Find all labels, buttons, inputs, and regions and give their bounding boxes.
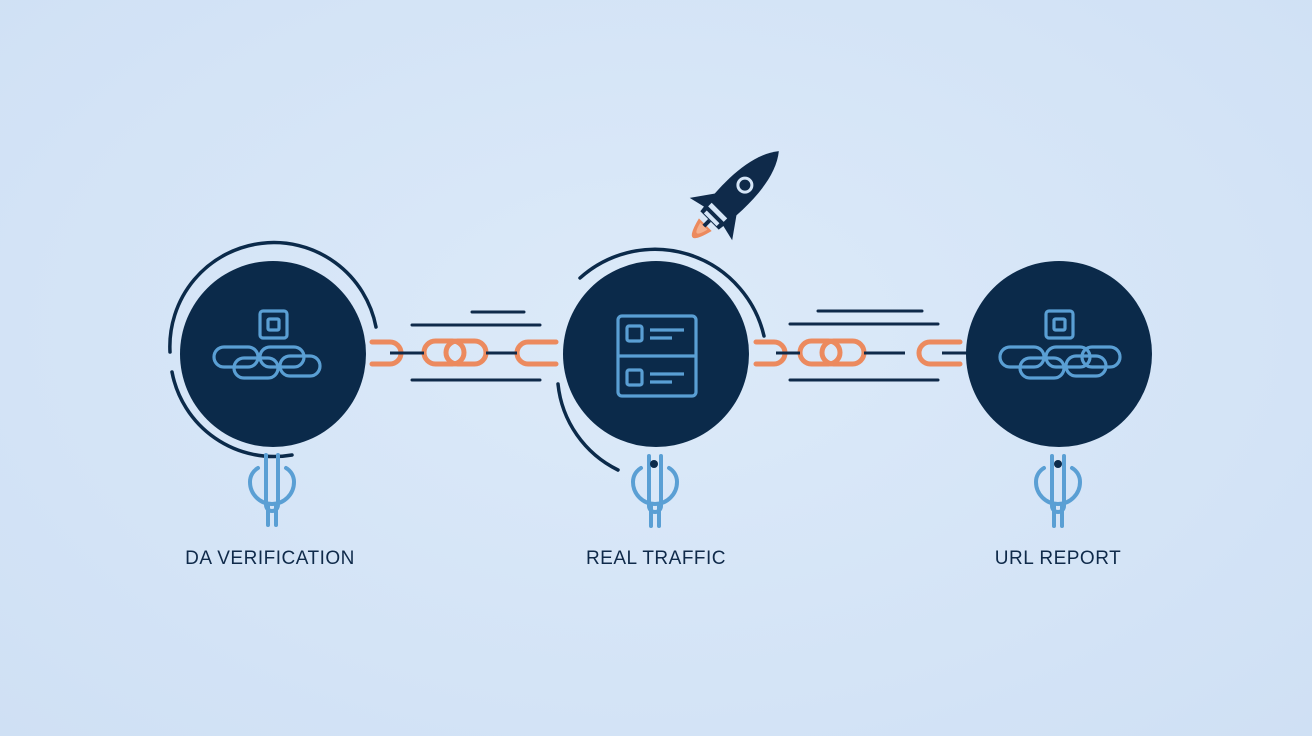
connector-2 [753, 309, 968, 382]
hanging-link-icon [630, 454, 680, 528]
chain-links-icon [212, 309, 322, 380]
hanging-link-icon [247, 453, 297, 527]
step-node-3 [966, 261, 1152, 528]
step-node-2 [556, 247, 766, 528]
chain-links-icon [998, 309, 1122, 380]
server-panel-icon [616, 314, 698, 398]
step-node-1 [168, 240, 378, 527]
rocket-icon [689, 151, 779, 241]
hanging-link-icon [1033, 454, 1083, 528]
step-label-url-report: URL REPORT [994, 548, 1122, 569]
connector-1 [369, 310, 559, 382]
step-label-real-traffic: REAL TRAFFIC [585, 548, 727, 569]
step-label-da-verification: DA VERIFICATION [185, 548, 355, 569]
